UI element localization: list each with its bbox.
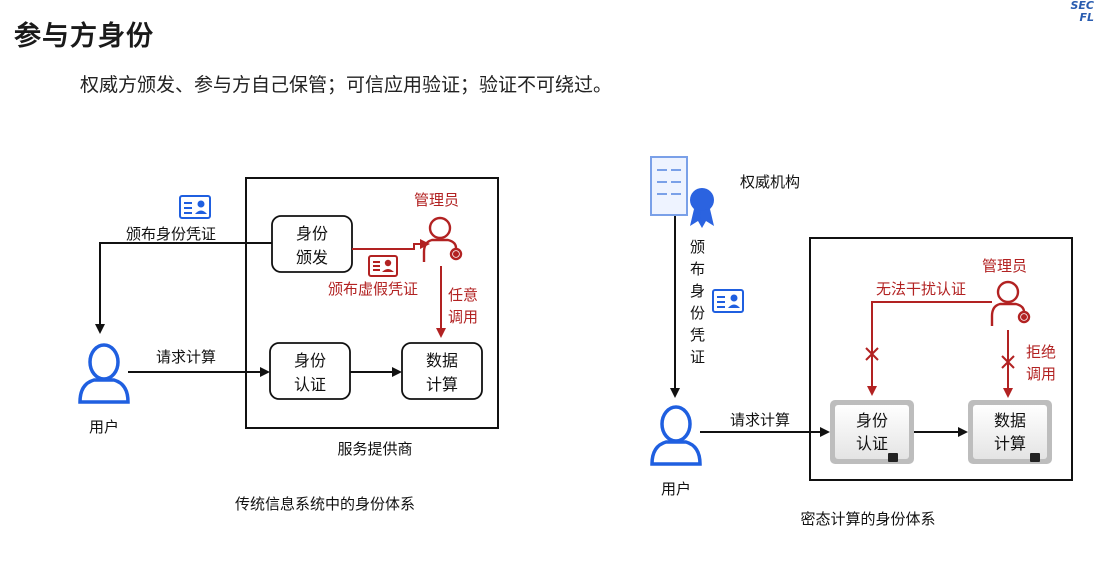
admin-icon-right (990, 280, 1031, 326)
user-label-left: 用户 (89, 418, 119, 436)
issue-char-1: 颁 (690, 238, 705, 256)
user-label-right: 用户 (661, 480, 691, 498)
admin-icon-left (422, 216, 463, 262)
credential-card-icon (179, 195, 211, 219)
enclave-compute-line2: 计算 (994, 434, 1026, 453)
service-provider-box (245, 177, 499, 429)
authority-building-icon (650, 156, 714, 228)
enclave-auth-line1: 身份 (856, 411, 888, 430)
issue-char-5: 凭 (690, 326, 705, 344)
issue-char-2: 布 (690, 260, 705, 278)
logo-line-2: FL (1079, 11, 1094, 24)
no-interfere-label: 无法干扰认证 (876, 280, 966, 298)
issue-char-3: 身 (690, 282, 705, 300)
left-diagram: 颁布身份凭证 身份 颁发 管理员 颁布虚假凭证 任意 调用 (78, 177, 499, 513)
enclave-compute-line1: 数据 (994, 411, 1026, 430)
issue-label-vertical: 颁 布 身 份 凭 证 (690, 238, 705, 366)
block-x-icon-right (1001, 355, 1015, 369)
right-diagram: 权威机构 颁 布 身 份 凭 证 管理员 无 (650, 156, 1073, 528)
identity-issue-box (271, 215, 353, 273)
issue-char-6: 证 (690, 348, 705, 366)
no-interfere-arrow (867, 301, 992, 396)
issue-char-4: 份 (690, 304, 705, 322)
arbitrary-call-line2: 调用 (448, 308, 478, 326)
issue-credential-label: 颁布身份凭证 (126, 225, 216, 243)
identity-issue-line1: 身份 (296, 224, 328, 243)
fake-credential-label: 颁布虚假凭证 (328, 280, 418, 298)
request-label-left: 请求计算 (156, 348, 216, 366)
fake-credential-card-icon (368, 255, 398, 277)
fake-credential-arrow (352, 239, 430, 250)
admin-label-left: 管理员 (414, 191, 459, 209)
service-provider-label: 服务提供商 (337, 440, 412, 458)
user-icon-left (78, 343, 130, 404)
data-compute-box (401, 342, 483, 400)
enclave-auth-line2: 认证 (856, 434, 888, 453)
identity-auth-line2: 认证 (294, 375, 326, 394)
credential-card-icon-right (712, 289, 744, 313)
right-caption: 密态计算的身份体系 (800, 510, 935, 528)
arbitrary-call-line1: 任意 (448, 286, 478, 304)
refuse-call-line2: 调用 (1026, 365, 1056, 383)
left-caption: 传统信息系统中的身份体系 (235, 495, 415, 513)
request-label-right: 请求计算 (730, 411, 790, 429)
refuse-call-line1: 拒绝 (1026, 343, 1056, 361)
logo-line-1: SEC (1070, 0, 1094, 12)
confidential-compute-box (809, 237, 1073, 481)
enclave-auth-box (830, 400, 914, 464)
data-compute-line1: 数据 (426, 351, 458, 370)
page-subtitle: 权威方颁发、参与方自己保管；可信应用验证；验证不可绕过。 (80, 74, 613, 96)
page-title: 参与方身份 (14, 21, 154, 52)
identity-issue-line2: 颁发 (296, 248, 328, 267)
authority-label: 权威机构 (740, 173, 800, 191)
issue-arrow (95, 242, 272, 334)
identity-auth-line1: 身份 (294, 351, 326, 370)
admin-label-right: 管理员 (982, 257, 1027, 275)
block-x-icon-left (865, 347, 879, 361)
brand-logo: SEC FL (1050, 0, 1094, 24)
data-compute-line2: 计算 (426, 375, 458, 394)
user-icon-right (650, 405, 702, 466)
enclave-compute-box (968, 400, 1052, 464)
